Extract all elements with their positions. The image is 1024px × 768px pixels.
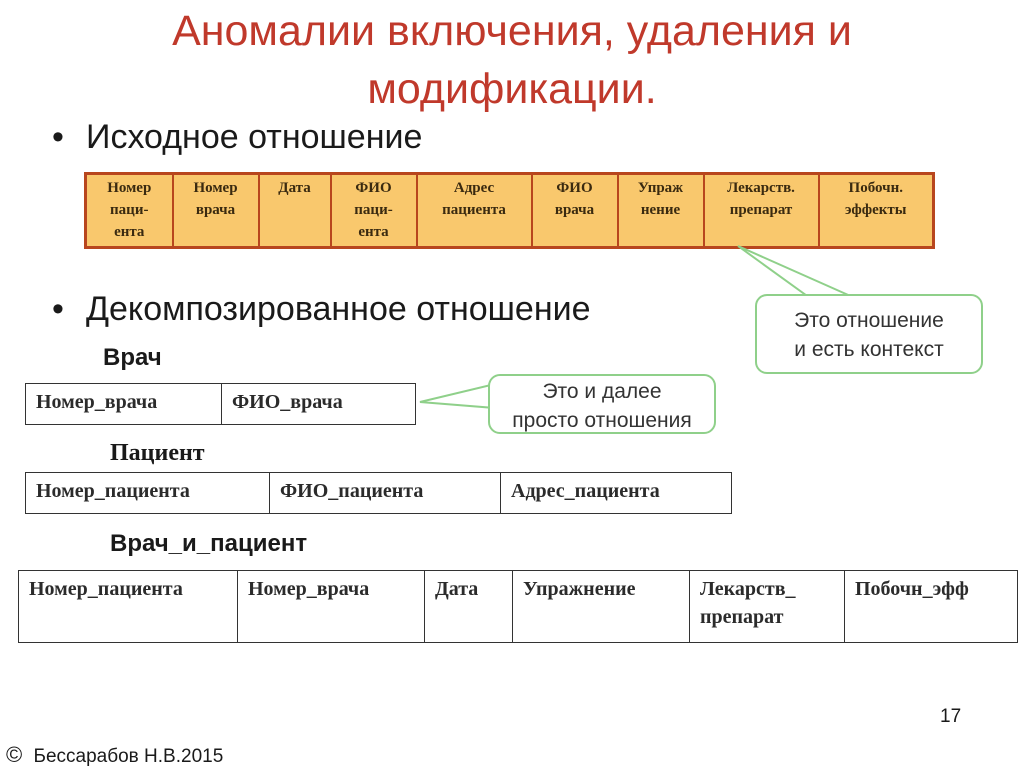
author-text: Бессарабов Н.В.2015 (33, 746, 224, 767)
original-col-3: Дата (257, 172, 332, 249)
relations-callout-pointer (419, 382, 496, 410)
doctor-patient-col-1: Номер_пациента (18, 570, 238, 643)
copyright-icon: © (6, 742, 23, 767)
relation-doctor-table: Номер_врача ФИО_врача (25, 383, 416, 425)
relation-patient-name: Пациент (110, 440, 205, 466)
bullet-original: • Исходное отношение (52, 118, 422, 157)
doctor-patient-col-6: Побочн_эфф (844, 570, 1018, 643)
original-col-9: Побочн.эффекты (817, 172, 935, 249)
title-line-1: Аномалии включения, удаления и (172, 7, 852, 55)
relation-patient-table: Номер_пациента ФИО_пациента Адрес_пациен… (25, 472, 732, 514)
doctor-col-2: ФИО_врача (221, 383, 416, 425)
table-row: Номер_пациента ФИО_пациента Адрес_пациен… (25, 472, 732, 514)
doctor-patient-col-3: Дата (424, 570, 513, 643)
doctor-col-1: Номер_врача (25, 383, 222, 425)
bullet-original-text: Исходное отношение (86, 118, 423, 156)
context-callout-pointer (737, 245, 856, 299)
doctor-patient-col-5: Лекарств_препарат (689, 570, 845, 643)
relation-doctor-name: Врач (103, 344, 162, 371)
patient-col-3: Адрес_пациента (500, 472, 732, 514)
patient-col-2: ФИО_пациента (269, 472, 501, 514)
patient-col-1: Номер_пациента (25, 472, 270, 514)
doctor-patient-col-4: Упражнение (512, 570, 690, 643)
original-col-8: Лекарств.препарат (702, 172, 820, 249)
callout-context: Это отношение и есть контекст (755, 294, 983, 374)
callout-relations: Это и далее просто отношения (488, 374, 716, 434)
slide-number: 17 (940, 706, 962, 727)
bullet-marker: • (52, 118, 64, 156)
bullet-decomposed-text: Декомпозированное отношение (86, 290, 591, 328)
doctor-patient-col-2: Номер_врача (237, 570, 425, 643)
relation-doctor-patient-table: Номер_пациента Номер_врача Дата Упражнен… (18, 570, 1018, 643)
copyright: © Бессарабов Н.В.2015 (6, 742, 223, 768)
bullet-marker: • (52, 290, 64, 328)
table-row: Номер_пациента Номер_врача Дата Упражнен… (18, 570, 1018, 643)
slide-title: Аномалии включения, удаления и модификац… (0, 2, 1024, 118)
title-line-2: модификации. (367, 65, 657, 113)
bullet-decomposed: • Декомпозированное отношение (52, 290, 591, 329)
table-row: Номер_врача ФИО_врача (25, 383, 416, 425)
relation-doctor-patient-name: Врач_и_пациент (110, 530, 308, 557)
